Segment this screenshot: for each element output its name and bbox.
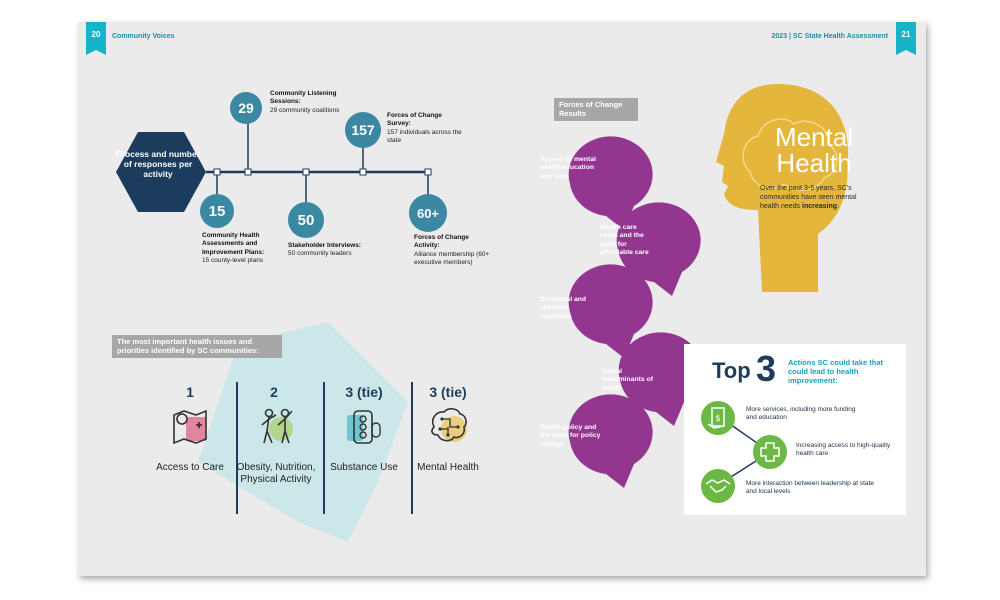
priority-rank-3b: 3 (tie) xyxy=(429,384,467,400)
report-spread: 20 Community Voices 2023 | SC State Heal… xyxy=(78,22,926,576)
map-medical-icon xyxy=(173,409,207,445)
svg-text:$: $ xyxy=(715,414,721,424)
activity-label-assessments: Community Health Assessments and Improve… xyxy=(202,232,265,265)
handshake-icon xyxy=(701,469,735,503)
activity-hexagon xyxy=(116,132,206,212)
mental-health-text: Over the past 3-5 years, SC's communitie… xyxy=(760,185,857,211)
money-hand-icon: $ xyxy=(701,401,735,435)
activity-circle-assessments: 15 xyxy=(200,194,234,228)
left-page-title: Community Voices xyxy=(112,33,175,40)
priority-rank-3a: 3 (tie) xyxy=(345,384,383,400)
top3-action-3: More interaction between leadership at s… xyxy=(746,480,874,496)
right-page-title: 2023 | SC State Health Assessment xyxy=(771,33,888,40)
activity-label-listening: Community Listening Sessions:29 communit… xyxy=(270,90,340,114)
pills-icon xyxy=(347,410,381,444)
top3-subtitle: Actions SC could take that could lead to… xyxy=(788,358,884,385)
activity-label-survey: Forces of Change Survey:157 individuals … xyxy=(387,112,462,145)
priority-name-3a: Substance Use xyxy=(330,462,398,473)
top3-action-1: More services, including more funding an… xyxy=(746,406,856,422)
activity-circle-forces-activity: 60+ xyxy=(409,194,447,232)
brain-circuit-icon xyxy=(431,408,467,442)
background-shapes xyxy=(116,84,848,542)
top3-word: Top xyxy=(712,358,751,383)
top3-action-2: Increasing access to high-quality health… xyxy=(796,442,891,458)
force-item-3: Structural and systemic inequities xyxy=(540,296,587,320)
forces-heading: Forces of Change Results xyxy=(554,98,638,122)
left-page-number: 20 xyxy=(86,22,106,55)
activity-circle-survey: 157 xyxy=(345,112,381,148)
mental-health-title: Mental Health xyxy=(774,122,854,178)
head-silhouette xyxy=(716,84,848,292)
activity-circle-interviews: 50 xyxy=(288,202,324,238)
priority-name-2: Obesity, Nutrition, Physical Activity xyxy=(236,462,316,485)
priority-rank-2: 2 xyxy=(270,384,278,400)
priority-divider xyxy=(411,382,413,514)
priority-rank-1: 1 xyxy=(186,384,194,400)
people-exercise-icon xyxy=(261,408,293,444)
top3-panel: Top 3 Actions SC could take that could l… xyxy=(684,344,906,515)
activity-circle-listening: 29 xyxy=(230,92,262,124)
priority-name-3b: Mental Health xyxy=(417,462,479,473)
force-item-5: Health policy and the need for policy ch… xyxy=(540,424,601,448)
medical-cross-icon xyxy=(753,435,787,469)
priority-divider xyxy=(323,382,325,514)
activity-label-forces-activity: Forces of Change Activity:Alliance membe… xyxy=(414,234,490,267)
force-item-1: Access to mental health education and ca… xyxy=(540,156,596,180)
priority-name-1: Access to Care xyxy=(156,462,224,473)
hexagon-label: Process and number of responses per acti… xyxy=(115,149,201,179)
right-page-number: 21 xyxy=(896,22,916,55)
force-item-4: Social determinants of health xyxy=(602,368,653,392)
priority-divider xyxy=(236,382,238,514)
force-item-2: Health care costs and the need for affor… xyxy=(600,224,649,257)
activity-label-interviews: Stakeholder Interviews:50 community lead… xyxy=(288,242,361,258)
top3-number: 3 xyxy=(756,348,777,389)
priorities-heading: The most important health issues and pri… xyxy=(112,335,282,359)
